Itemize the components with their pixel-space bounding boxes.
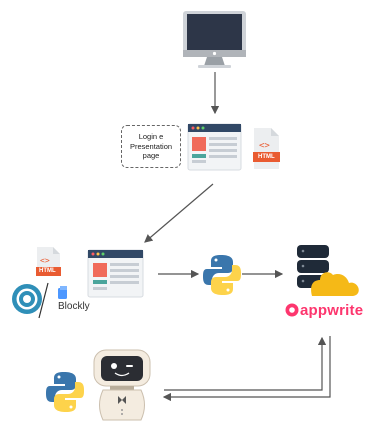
blockly-block-icon: [58, 286, 67, 299]
python-logo-icon: [203, 255, 241, 295]
html-file-icon: <>: [253, 128, 280, 169]
database-cloud-icon: [297, 245, 359, 296]
appwrite-logo-icon: [285, 303, 299, 317]
arrow-appwrite-to-robot: [162, 336, 331, 402]
browser-window-icon: [187, 123, 242, 171]
blockly-logo-icon: [12, 284, 42, 314]
robot-icon: [93, 349, 151, 421]
arrow-login-to-editor: [144, 183, 214, 243]
svg-text:<>: <>: [40, 256, 50, 265]
blockly-label: Blockly: [58, 301, 90, 312]
python-logo-icon-bottom: [46, 372, 84, 412]
html-badge-label-left: HTML: [39, 268, 56, 274]
login-presentation-box: Login e Presentation page: [121, 125, 181, 168]
appwrite-label: appwrite: [300, 302, 363, 319]
arrow-robot-to-appwrite: [164, 336, 327, 391]
html-file-icon-left: <>: [36, 247, 61, 276]
svg-text:<>: <>: [259, 141, 270, 151]
html-badge-label-top: HTML: [258, 154, 275, 160]
appwrite-label-text: appwrite: [300, 302, 364, 319]
slash-divider: [38, 282, 49, 319]
desktop-monitor-icon: [183, 11, 246, 68]
browser-window-editor-icon: [87, 249, 144, 298]
